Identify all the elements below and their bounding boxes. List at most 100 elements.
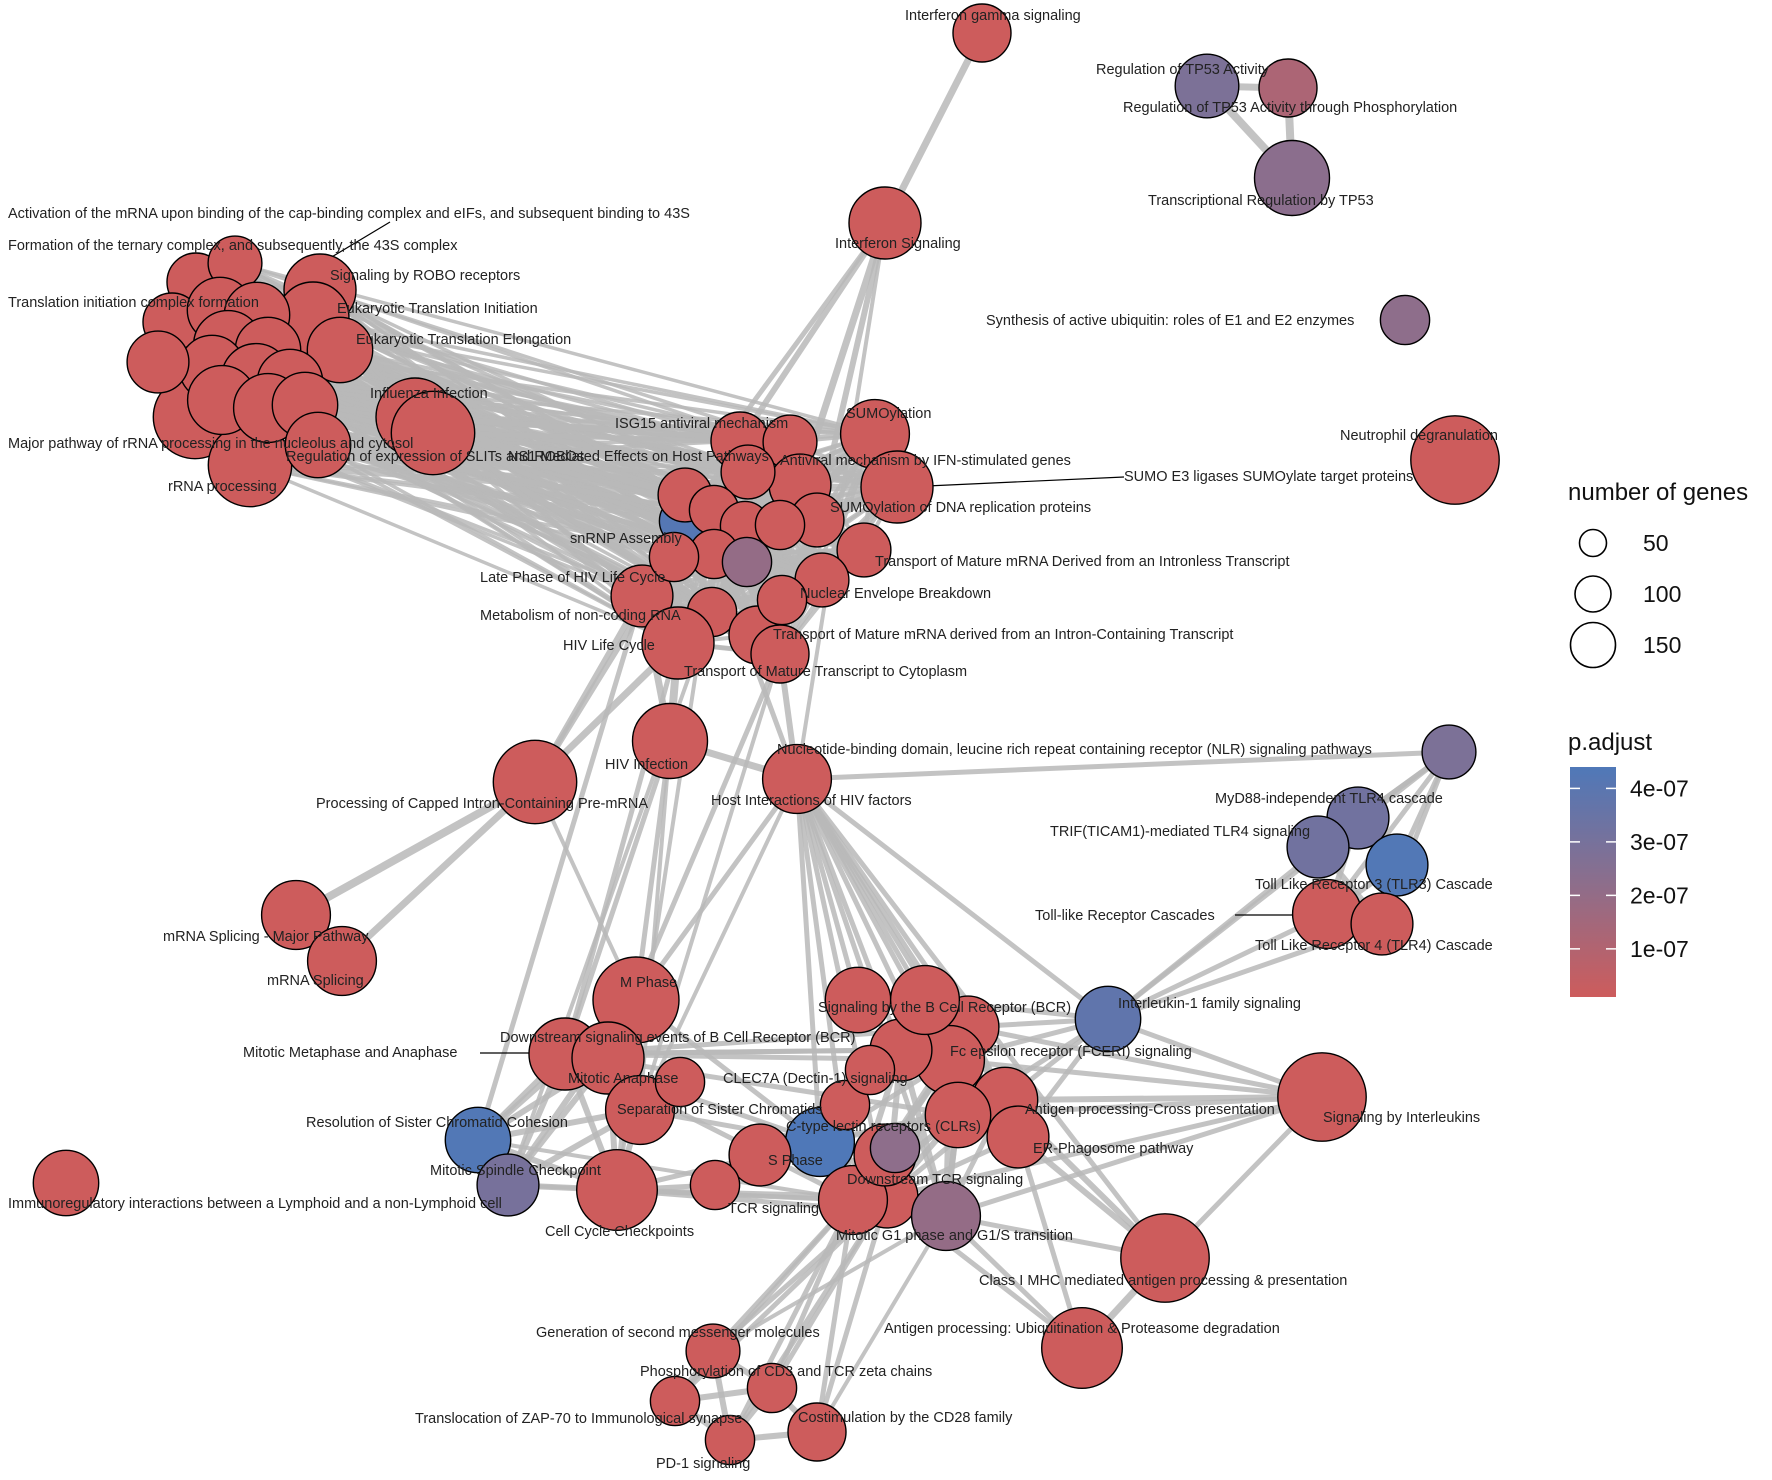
pathway-node-trif[interactable] — [1286, 815, 1350, 879]
pathway-label-trif: TRIF(TICAM1)-mediated TLR4 signaling — [1050, 824, 1310, 840]
network-edge — [633, 776, 800, 1003]
pathway-node-u18[interactable] — [720, 444, 776, 500]
pathway-label-ifng: Interferon gamma signaling — [905, 8, 1081, 24]
pathway-node-u1[interactable] — [728, 1123, 792, 1187]
pathway-node-spl[interactable] — [306, 925, 378, 997]
pathway-label-dstcr: Downstream TCR signaling — [847, 1172, 1023, 1188]
size-legend-circle — [1578, 528, 1608, 558]
pathway-node-u30[interactable] — [654, 1056, 706, 1108]
pathway-node-pd1[interactable] — [704, 1414, 756, 1466]
pathway-node-erphago[interactable] — [986, 1105, 1050, 1169]
pathway-label-ifnstim: Antiviral mechanism by IFN-stimulated ge… — [780, 453, 1071, 469]
pathway-node-g1s[interactable] — [910, 1180, 982, 1252]
pathway-node-ressis[interactable] — [444, 1106, 512, 1174]
pathway-node-u4[interactable] — [889, 964, 961, 1036]
pathway-node-u23[interactable] — [721, 536, 773, 588]
color-legend-label: 2e-07 — [1630, 882, 1689, 908]
pathway-label-nebd: Nuclear Envelope Breakdown — [800, 586, 991, 602]
size-legend-label: 50 — [1643, 530, 1669, 556]
pathway-node-hivinf[interactable] — [631, 702, 709, 780]
pathway-node-u25[interactable] — [756, 574, 808, 626]
size-legend-label: 100 — [1643, 581, 1681, 607]
pathway-node-u12[interactable] — [126, 330, 190, 394]
pathway-label-robo: Signaling by ROBO receptors — [330, 268, 520, 284]
pathway-label-rrnamaj: Major pathway of rRNA processing in the … — [8, 436, 413, 452]
pathway-node-immreg[interactable] — [32, 1149, 100, 1217]
pathway-label-ternary: Formation of the ternary complex, and su… — [8, 238, 458, 254]
pathway-node-msc[interactable] — [476, 1153, 540, 1217]
pathway-node-hosthiv[interactable] — [761, 743, 833, 815]
pathway-node-tp53act[interactable] — [1174, 53, 1240, 119]
network-edge — [711, 1214, 948, 1353]
pathway-node-tp53trans[interactable] — [1253, 139, 1331, 217]
pathway-node-ubiq[interactable] — [1379, 294, 1431, 346]
pathway-node-il[interactable] — [1277, 1052, 1367, 1142]
network-edge — [947, 1057, 1325, 1100]
pathway-node-u29[interactable] — [844, 1044, 896, 1096]
pathway-node-cd3[interactable] — [746, 1362, 798, 1414]
pathway-label-eti: Eukaryotic Translation Initiation — [337, 301, 538, 317]
pathway-node-ifng[interactable] — [952, 3, 1012, 63]
color-legend-bar — [1570, 767, 1616, 997]
pathway-node-antubiq[interactable] — [1040, 1306, 1123, 1389]
pathway-node-manaph[interactable] — [571, 1021, 645, 1095]
pathway-label-ccc: Cell Cycle Checkpoints — [545, 1224, 694, 1240]
pathway-node-tp53phos[interactable] — [1258, 58, 1318, 118]
pathway-node-sumoe3[interactable] — [860, 450, 934, 524]
pathway-label-clec7a: CLEC7A (Dectin-1) signaling — [723, 1071, 908, 1087]
pathway-node-secmsg[interactable] — [685, 1323, 741, 1379]
pathway-node-ccc[interactable] — [576, 1148, 659, 1231]
pathway-label-mma: Mitotic Metaphase and Anaphase — [243, 1045, 457, 1061]
pathway-node-capped[interactable] — [492, 739, 578, 825]
pathway-label-trintronless: Transport of Mature mRNA Derived from an… — [875, 554, 1289, 570]
pathway-label-ifns: Interferon Signaling — [835, 236, 961, 252]
pathway-label-ete: Eukaryotic Translation Elongation — [356, 332, 571, 348]
pathway-label-rrna: rRNA processing — [168, 479, 277, 495]
pathway-node-u16[interactable] — [284, 411, 352, 479]
pathway-node-cd28[interactable] — [787, 1402, 847, 1462]
pathway-node-zap70[interactable] — [649, 1375, 701, 1427]
size-legend-label: 150 — [1643, 632, 1681, 658]
pathway-node-nlr[interactable] — [1421, 724, 1477, 780]
color-legend-title: p.adjust — [1568, 729, 1652, 756]
network-edge — [476, 1138, 855, 1202]
pathway-label-manaph: Mitotic Anaphase — [568, 1071, 678, 1087]
pathway-label-il: Signaling by Interleukins — [1323, 1110, 1480, 1126]
network-edge — [943, 1094, 1325, 1219]
pathway-node-hivlc[interactable] — [641, 606, 715, 680]
pathway-node-u24[interactable] — [648, 531, 700, 583]
pathway-node-trintronless[interactable] — [836, 522, 892, 578]
pathway-label-dsbcr: Downstream signaling events of B Cell Re… — [500, 1030, 855, 1046]
pathway-node-u26[interactable] — [689, 1159, 741, 1211]
pathway-node-latehiv[interactable] — [610, 564, 674, 628]
pathway-label-secmsg: Generation of second messenger molecules — [536, 1325, 820, 1341]
pathway-node-ctype[interactable] — [924, 1081, 992, 1149]
pathway-label-sumoe3: SUMO E3 ligases SUMOylate target protein… — [1124, 469, 1413, 485]
network-edge — [884, 1094, 1325, 1200]
pathway-node-ifns[interactable] — [848, 186, 922, 260]
pathway-node-u21[interactable] — [754, 499, 806, 551]
pathway-label-cd3: Phosphorylation of CD3 and TCR zeta chai… — [640, 1364, 932, 1380]
pathway-label-trcyto: Transport of Mature Transcript to Cytopl… — [684, 664, 967, 680]
pathway-label-flu: Influenza Infection — [370, 386, 488, 402]
network-edge — [562, 738, 673, 1057]
pathway-node-splmaj[interactable] — [260, 879, 332, 951]
pathway-node-ns1[interactable] — [390, 390, 476, 476]
pathway-node-tlr3[interactable] — [1365, 833, 1429, 897]
pathway-label-splmaj: mRNA Splicing - Major Pathway — [163, 929, 369, 945]
pathway-node-mhc1[interactable] — [1120, 1213, 1210, 1303]
pathway-node-il1[interactable] — [1074, 985, 1142, 1053]
pathway-node-neutro[interactable] — [1410, 415, 1500, 505]
pathway-label-noncoding: Metabolism of non-coding RNA — [480, 608, 681, 624]
network-edge — [506, 1183, 855, 1202]
network-edge — [795, 221, 887, 781]
pathway-label-neutro: Neutrophil degranulation — [1340, 428, 1498, 444]
pathway-node-ete[interactable] — [306, 316, 374, 384]
pathway-node-u28[interactable] — [819, 1079, 871, 1131]
pathway-label-tcr: TCR signaling — [728, 1201, 819, 1217]
network-edge — [430, 430, 743, 444]
pathway-node-u27[interactable] — [869, 1122, 921, 1174]
network-edge — [794, 749, 1452, 782]
pathway-node-tlr4[interactable] — [1350, 892, 1414, 956]
